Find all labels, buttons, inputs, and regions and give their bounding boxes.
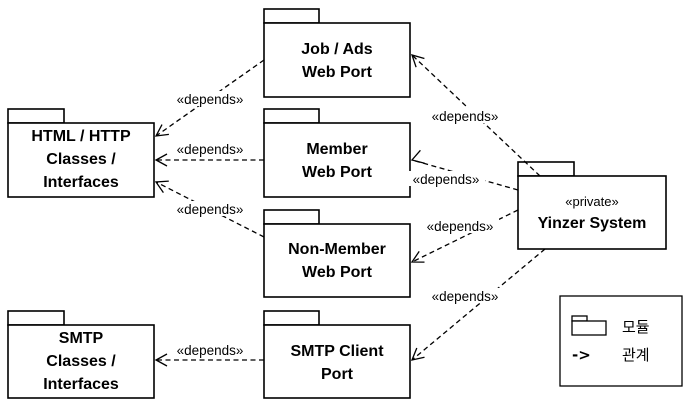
dependency-jobads-to-html [154,59,265,137]
arrowhead-icon [410,54,425,68]
dependency-label: «depends» [427,219,494,234]
arrowhead-icon [154,153,168,167]
package-title-line: Classes / [46,353,116,370]
package-title-line: Member [306,141,367,158]
package-title-line: SMTP Client [290,343,384,360]
package-tab [263,108,320,124]
dependency-line [411,209,519,263]
arrowhead-icon [410,251,425,263]
legend-relation-label: 관계 [622,346,650,364]
package-title-line: SMTP [59,330,104,347]
package-smtp: SMTP Classes / Interfaces [7,310,155,399]
package-yinzer-system: «private» Yinzer System [517,161,667,250]
legend-relation-symbol: -> [572,346,591,364]
package-body [263,324,411,399]
package-title-line: Web Port [302,164,373,181]
package-title-line: Job / Ads [301,41,373,58]
package-title-line: Interfaces [43,376,119,393]
package-tab [263,310,320,326]
dependency-yinzer-to-nonmember [410,209,519,263]
dependency-labels: «depends» «depends» «depends» «depends» … [171,91,504,358]
package-title-line: Classes / [46,151,116,168]
package-body [7,324,155,399]
package-stereotype: «private» [565,194,618,209]
legend-box [559,295,683,387]
legend: 모듈 -> 관계 [559,295,683,387]
dependency-label: «depends» [432,109,499,124]
package-title-line: Yinzer System [538,215,647,232]
arrowhead-icon [154,124,169,137]
dependency-label: «depends» [432,289,499,304]
package-title-line: Interfaces [43,174,119,191]
package-body [517,175,667,250]
package-tab [263,8,320,24]
package-title-line: HTML / HTTP [31,128,131,145]
dependency-member-to-html [154,153,264,167]
arrowhead-icon [154,353,168,367]
module-icon [571,315,607,336]
dependency-yinzer-to-smtpclient [410,248,546,361]
dependency-label: «depends» [177,202,244,217]
arrowhead-icon [410,347,425,361]
package-title-line: Web Port [302,264,373,281]
dependency-label: «depends» [177,142,244,157]
package-job-ads-web-port: Job / Ads Web Port [263,8,411,98]
dependency-label: «depends» [413,172,480,187]
package-non-member-web-port: Non-Member Web Port [263,209,411,298]
arrowhead-icon [410,149,425,164]
package-body [263,223,411,298]
package-tab [7,108,65,124]
package-title-line: Web Port [302,64,373,81]
arrowhead-icon [154,180,169,193]
dependency-smtpclient-to-smtp [154,353,264,367]
package-title-line: Non-Member [288,241,386,258]
package-tab [7,310,65,326]
dependency-label: «depends» [177,343,244,358]
package-html-http: HTML / HTTP Classes / Interfaces [7,108,155,198]
package-tab [517,161,575,177]
package-body [7,122,155,198]
dependency-label: «depends» [177,92,244,107]
package-body [263,22,411,98]
dependency-line [411,248,546,361]
legend-module-label: 모듈 [622,318,650,336]
package-tab [263,209,320,225]
package-member-web-port: Member Web Port [263,108,411,198]
package-title-line: Port [321,366,354,383]
package-body [263,122,411,198]
package-smtp-client-port: SMTP Client Port [263,310,411,399]
